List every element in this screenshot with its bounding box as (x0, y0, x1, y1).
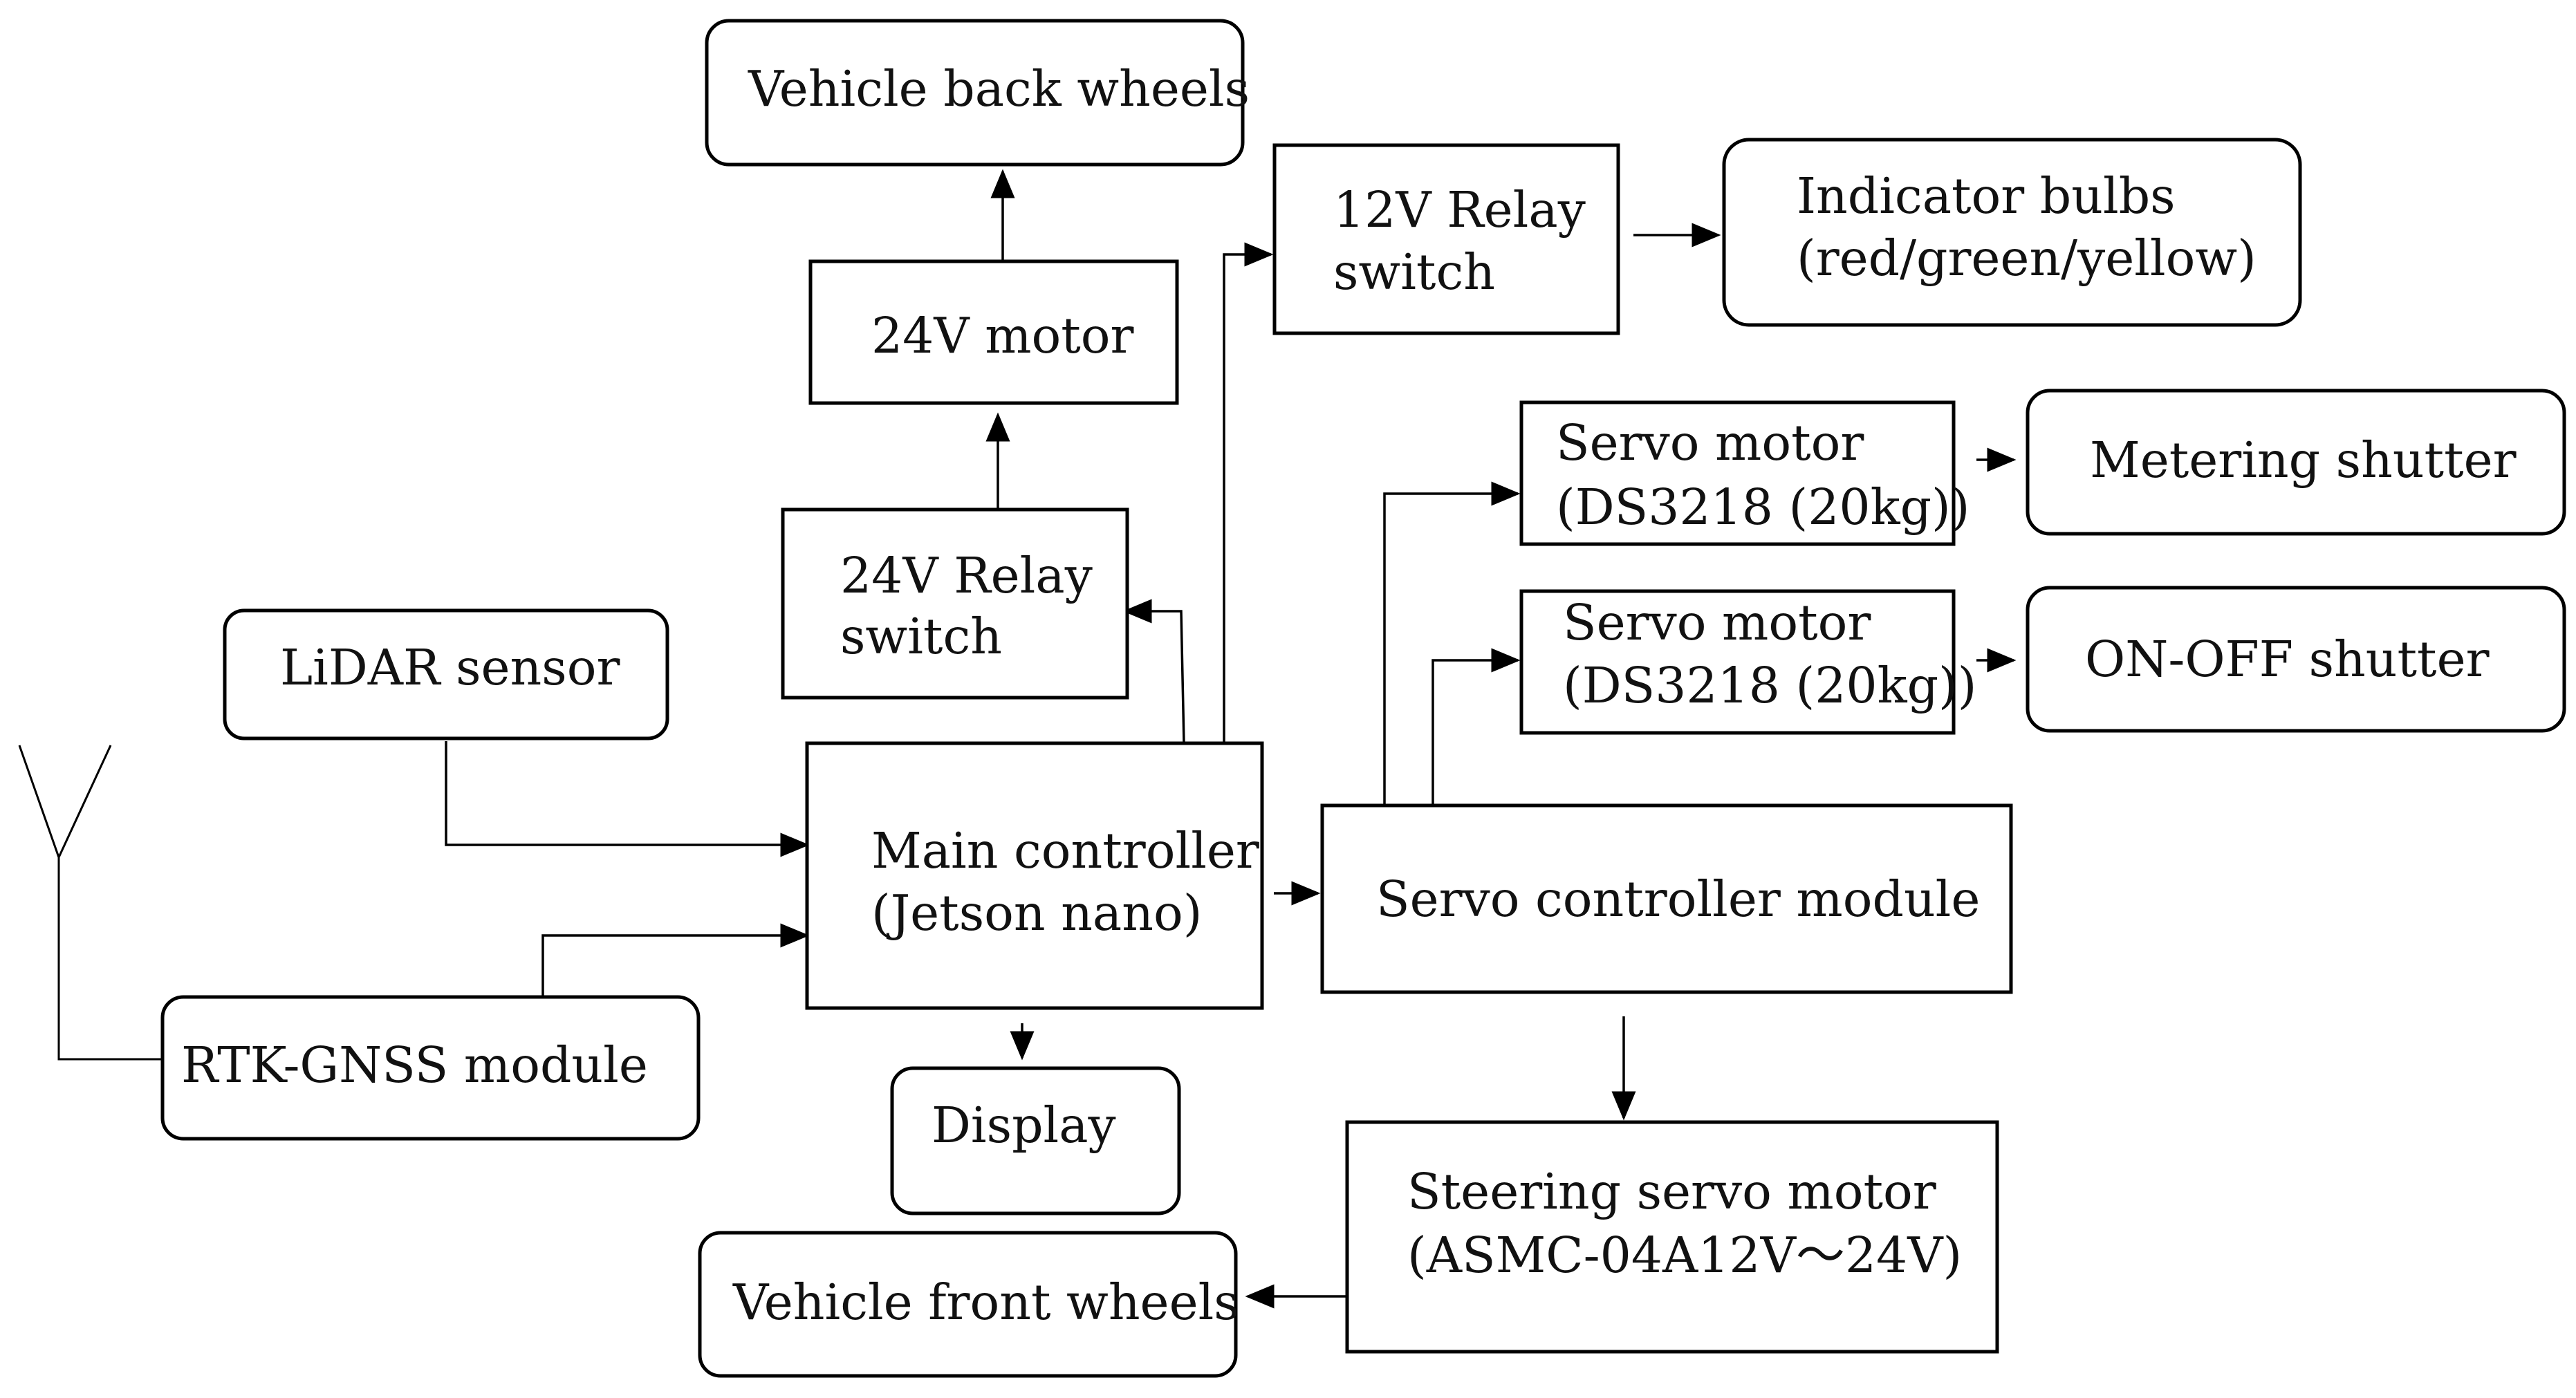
motor-24v-label: 24V motor (871, 307, 1134, 364)
svg-text:Servo controller module: Servo controller module (1376, 870, 1980, 928)
main-controller-label-line2: (Jetson nano) (871, 884, 1202, 942)
block-servo-metering: Servo motor (DS3218 (20kg)) (1519, 400, 1970, 546)
relay-24v-label-line1: 24V Relay (840, 547, 1093, 604)
arrow-servo-controller-to-servo-onoff (1431, 648, 1521, 805)
svg-text:Metering shutter: Metering shutter (2090, 431, 2517, 489)
block-back-wheels: Vehicle back wheels (705, 19, 1250, 167)
onoff-shutter-label: ON-OFF shutter (2085, 631, 2490, 688)
svg-text:24V Relay switch: 24V Relay switch (840, 547, 1108, 665)
arrow-rtk-gnss-to-main-controller (541, 923, 810, 997)
block-rtk-gnss: RTK-GNSS module (160, 995, 701, 1141)
svg-text:Servo motor (DS3218 (20k: Servo motor (DS3218 (20kg)) (1556, 414, 1970, 536)
relay-24v-label-line2: switch (840, 608, 1002, 665)
indicator-bulbs-label-line1: Indicator bulbs (1797, 167, 2176, 225)
svg-text:Vehicle back wheels: Vehicle back wheels (748, 60, 1250, 118)
arrow-main-controller-to-24v-relay (1122, 599, 1185, 744)
svg-text:Vehicle front wheels: Vehicle front wheels (732, 1274, 1239, 1331)
svg-text:Steering servo motor (AS: Steering servo motor (ASMC-04A12V～24V) (1407, 1163, 1962, 1284)
block-onoff-shutter: ON-OFF shutter (2026, 586, 2566, 733)
svg-text:RTK-GNSS module: RTK-GNSS module (181, 1036, 648, 1094)
svg-text:24V motor: 24V motor (871, 307, 1134, 364)
servo-metering-label-line1: Servo motor (1556, 414, 1864, 472)
display-label: Display (932, 1097, 1116, 1154)
block-24v-motor: 24V motor (808, 259, 1179, 405)
indicator-bulbs-label-line2: (red/green/yellow) (1797, 230, 2257, 287)
arrow-servo-controller-to-servo-metering (1383, 481, 1521, 805)
svg-text:Indicator bulbs (red/gre: Indicator bulbs (red/green/yellow) (1797, 167, 2257, 287)
lidar-label: LiDAR sensor (280, 639, 620, 696)
servo-onoff-label-line1: Servo motor (1563, 594, 1871, 651)
relay-12v-label-line1: 12V Relay (1333, 181, 1586, 239)
block-indicator-bulbs: Indicator bulbs (red/green/yellow) (1722, 138, 2302, 327)
svg-text:Servo motor (DS3218 (20k: Servo motor (DS3218 (20kg)) (1563, 594, 1976, 714)
connectors (445, 169, 2017, 1309)
svg-text:LiDAR sensor: LiDAR sensor (280, 639, 620, 696)
block-servo-controller: Servo controller module (1320, 803, 2013, 994)
block-front-wheels: Vehicle front wheels (698, 1231, 1239, 1378)
steering-servo-label-line2: (ASMC-04A12V～24V) (1407, 1227, 1962, 1284)
antenna-icon (18, 745, 163, 1061)
arrow-main-controller-to-12v-relay (1223, 242, 1274, 743)
svg-text:ON-OFF shutter: ON-OFF shutter (2085, 631, 2490, 688)
relay-12v-label-line2: switch (1333, 243, 1495, 301)
block-24v-relay: 24V Relay switch (781, 507, 1129, 700)
front-wheels-label: Vehicle front wheels (732, 1274, 1239, 1331)
block-steering-servo: Steering servo motor (ASMC-04A12V～24V) (1345, 1120, 1999, 1354)
block-metering-shutter: Metering shutter (2026, 389, 2566, 536)
rtk-gnss-label: RTK-GNSS module (181, 1036, 648, 1094)
block-lidar-sensor: LiDAR sensor (223, 608, 669, 740)
svg-text:Display: Display (932, 1097, 1116, 1154)
servo-controller-label: Servo controller module (1376, 870, 1980, 928)
block-servo-onoff: Servo motor (DS3218 (20kg)) (1519, 589, 1976, 735)
svg-text:12V Relay switch: 12V Relay switch (1333, 181, 1601, 301)
servo-onoff-label-line2: (DS3218 (20kg)) (1563, 657, 1976, 714)
arrow-lidar-to-main-controller (445, 741, 810, 857)
main-controller-label-line1: Main controller (871, 822, 1259, 879)
metering-shutter-label: Metering shutter (2090, 431, 2517, 489)
block-main-controller: Main controller (Jetson nano) (805, 741, 1275, 1010)
svg-text:Main controller (Jetson: Main controller (Jetson nano) (871, 822, 1275, 942)
block-12v-relay: 12V Relay switch (1272, 143, 1620, 335)
servo-metering-label-line2: (DS3218 (20kg)) (1556, 478, 1970, 536)
steering-servo-label-line1: Steering servo motor (1407, 1163, 1936, 1220)
block-display: Display (890, 1066, 1181, 1215)
back-wheels-label: Vehicle back wheels (748, 60, 1250, 118)
